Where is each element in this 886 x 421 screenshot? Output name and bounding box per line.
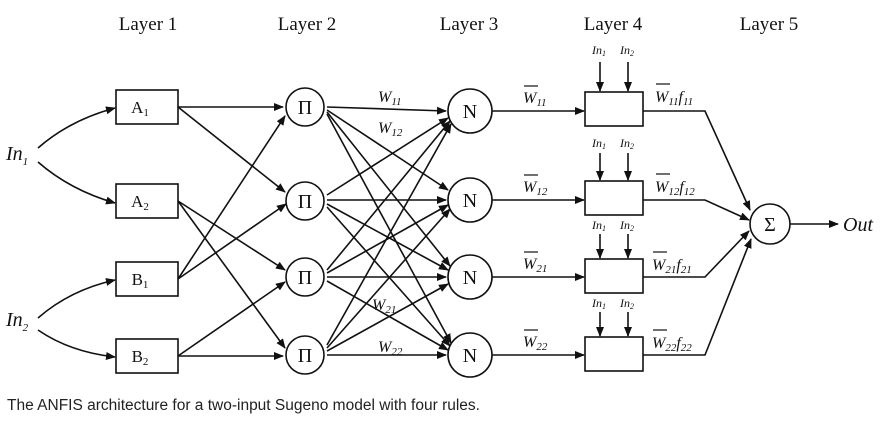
norm-weight-labels: W11 W12 W21 W22 <box>523 85 548 353</box>
cin-4-in2: In2 <box>619 296 634 311</box>
consequent-node-2 <box>584 180 644 216</box>
anfis-diagram: Layer 1 Layer 2 Layer 3 Layer 4 Layer 5 … <box>5 14 873 378</box>
layer-4-title: Layer 4 <box>584 14 643 35</box>
svg-text:B1: B1 <box>132 270 149 291</box>
layer-5-title: Layer 5 <box>740 14 799 35</box>
svg-text:N: N <box>463 190 477 212</box>
svg-text:Π: Π <box>298 267 312 289</box>
input-2-label: In2 <box>5 309 29 334</box>
svg-text:B2: B2 <box>132 347 149 368</box>
layer-4-to-5-edges <box>643 110 752 356</box>
layer-1-to-2-edges <box>177 103 287 360</box>
weight-label-w12: W12 <box>378 120 403 139</box>
consequent-inputs: In1 In2 In1 In2 In1 In2 In1 In2 <box>591 43 634 337</box>
weight-label-w21: W21 <box>372 297 396 316</box>
layer-3-to-4-edges <box>492 107 585 359</box>
weight-label-w11: W11 <box>378 89 402 108</box>
norm-weight-label-1: W11 <box>523 90 547 109</box>
weight-label-w22: W22 <box>378 339 403 358</box>
figure-caption: The ANFIS architecture for a two-input S… <box>7 397 480 414</box>
svg-text:N: N <box>463 101 477 123</box>
consequent-node-3 <box>584 258 644 294</box>
layer-2-to-3-edges <box>326 106 452 359</box>
rule-output-label-1: W11f11 <box>655 89 693 108</box>
layer-3-nodes: N N N N <box>447 88 493 378</box>
svg-text:N: N <box>463 267 477 289</box>
svg-text:Π: Π <box>298 345 312 367</box>
cin-3-in2: In2 <box>619 218 634 233</box>
cin-2-in2: In2 <box>619 136 634 151</box>
cin-3-in1: In1 <box>591 218 606 233</box>
consequent-node-1 <box>584 91 644 127</box>
cin-4-in1: In1 <box>591 296 606 311</box>
rule-output-labels: W11f11 W12f12 W21f21 W22f22 <box>652 83 695 354</box>
rule-output-label-2: W12f12 <box>655 179 695 198</box>
norm-weight-label-3: W21 <box>523 256 547 275</box>
layer-1-title: Layer 1 <box>119 14 178 35</box>
product-node-3 <box>285 257 325 297</box>
layer-2-title: Layer 2 <box>278 14 337 35</box>
svg-text:N: N <box>463 345 477 367</box>
svg-text:Π: Π <box>298 191 312 213</box>
norm-weight-label-4: W22 <box>523 334 548 353</box>
svg-text:A1: A1 <box>131 98 149 119</box>
svg-text:A2: A2 <box>131 192 149 213</box>
product-node-1 <box>285 87 325 127</box>
product-node-4 <box>285 335 325 375</box>
rule-output-label-3: W21f21 <box>652 257 692 276</box>
cin-1-in2: In2 <box>619 43 634 58</box>
layer-2-nodes: Π Π Π Π <box>285 87 325 375</box>
sum-symbol: Σ <box>764 214 776 236</box>
input-1-label: In1 <box>5 143 28 168</box>
rule-output-label-4: W22f22 <box>652 335 692 354</box>
mf-node-a1 <box>115 89 179 125</box>
norm-weight-label-2: W12 <box>523 179 548 198</box>
output-label: Out <box>843 214 873 236</box>
product-node-2 <box>285 181 325 221</box>
svg-text:Π: Π <box>298 97 312 119</box>
input-edges <box>37 106 116 360</box>
consequent-node-4 <box>584 336 644 372</box>
layer-4-nodes <box>584 91 644 372</box>
cin-2-in1: In1 <box>591 136 606 151</box>
mf-node-b2 <box>115 338 179 374</box>
cin-1-in1: In1 <box>591 43 606 58</box>
mf-node-b1 <box>115 261 179 297</box>
layer-1-nodes: A1 A2 B1 B2 <box>115 89 179 374</box>
layer-3-title: Layer 3 <box>440 14 499 35</box>
